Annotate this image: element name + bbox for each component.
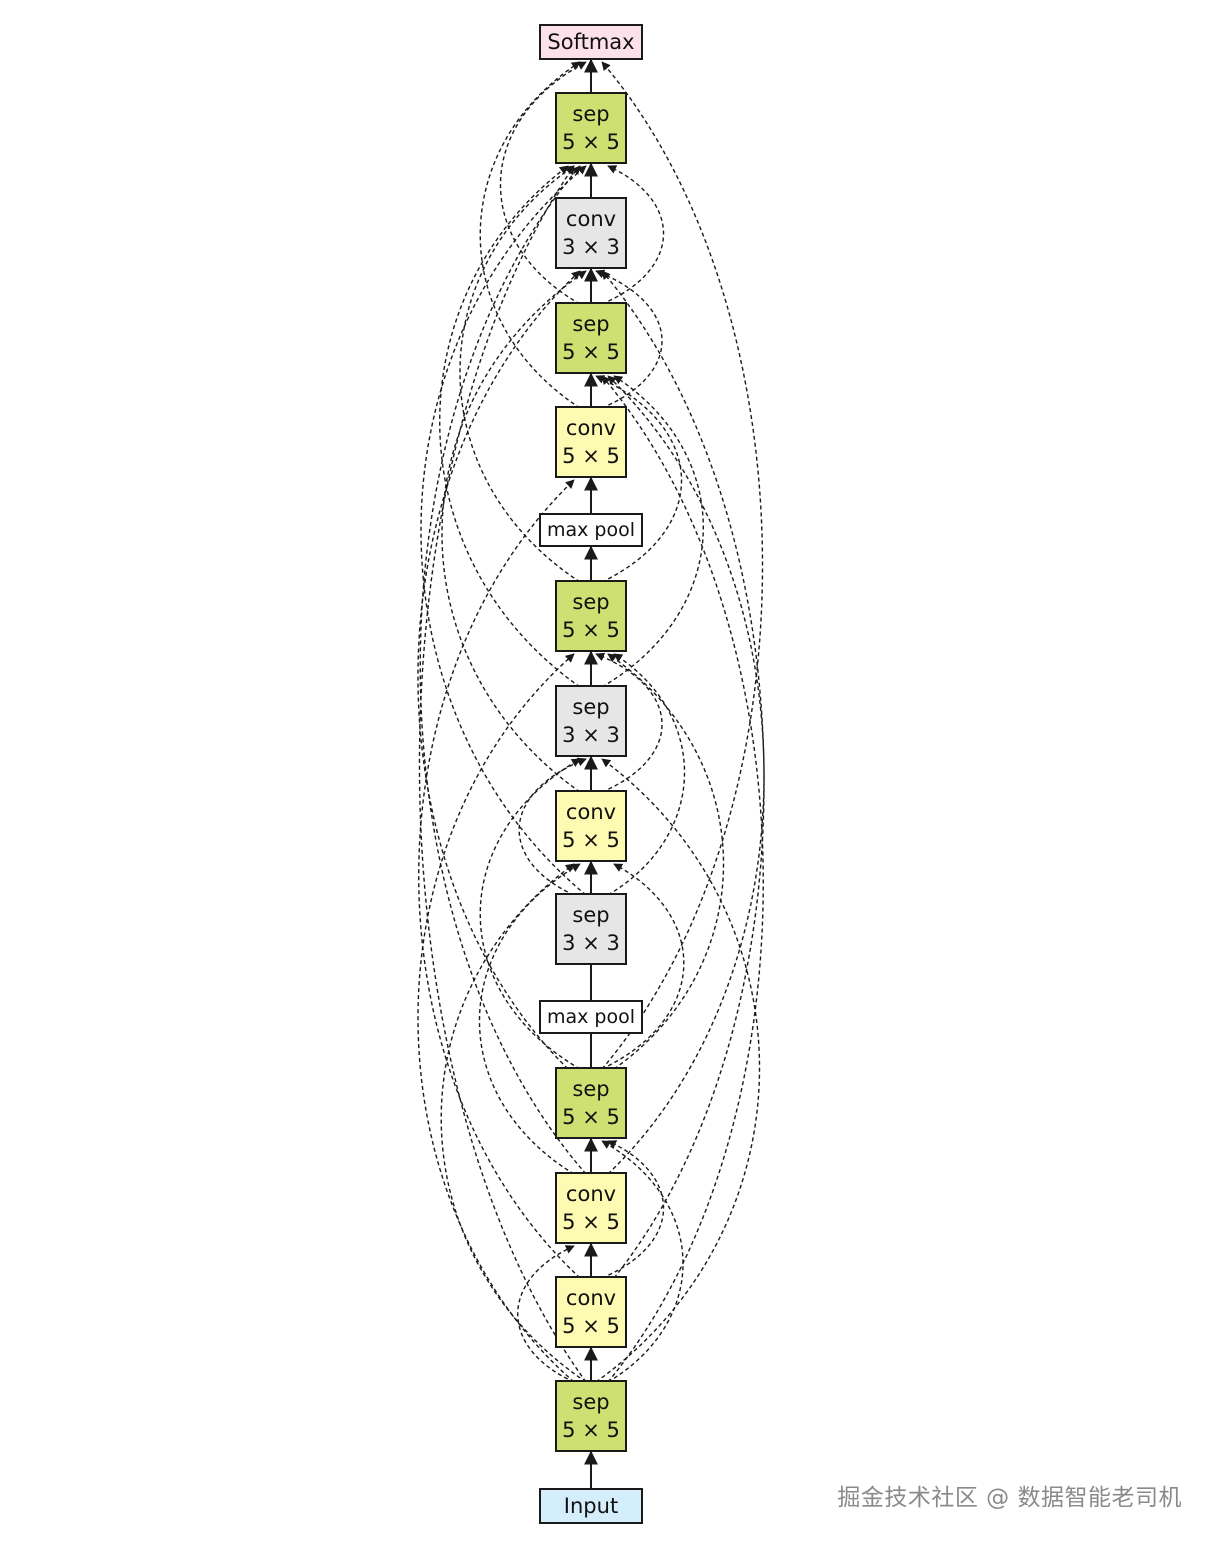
node-box <box>555 893 627 965</box>
skip-edge <box>419 165 587 1175</box>
node-box <box>555 685 627 757</box>
node-label: 5 × 5 <box>562 340 620 364</box>
node-box <box>539 1488 643 1524</box>
skip-edge <box>417 270 581 1070</box>
skip-edge <box>601 375 704 688</box>
node-box <box>555 580 627 652</box>
node-label: sep <box>572 695 609 719</box>
node-label: sep <box>572 102 609 126</box>
node-label: 5 × 5 <box>562 444 620 468</box>
node-label: conv <box>566 416 616 440</box>
node-pool1: max pool <box>539 513 643 547</box>
watermark: 掘金技术社区 @ 数据智能老司机 <box>837 1485 1182 1511</box>
skip-edge <box>601 61 764 1070</box>
node-n11: conv 3 × 3 <box>555 197 627 269</box>
node-n10: sep 5 × 5 <box>555 302 627 374</box>
skip-edge <box>607 375 765 1175</box>
skip-edge <box>459 165 581 583</box>
node-label: 3 × 3 <box>562 931 620 955</box>
node-box <box>555 790 627 862</box>
skip-edge <box>595 269 663 409</box>
skip-edge <box>595 652 663 793</box>
node-n5: sep 3 × 3 <box>555 893 627 965</box>
node-box <box>539 24 643 60</box>
skip-edge <box>418 165 587 1383</box>
node-n12: sep 5 × 5 <box>555 92 627 164</box>
node-label: Input <box>564 1494 618 1518</box>
node-box <box>555 302 627 374</box>
skip-edge <box>607 653 686 896</box>
node-input: Input <box>539 1488 643 1524</box>
node-label: 5 × 5 <box>562 1314 620 1338</box>
node-label: sep <box>572 1077 609 1101</box>
node-label: max pool <box>547 519 635 541</box>
node-n3: conv 5 × 5 <box>555 1172 627 1244</box>
node-box <box>555 1380 627 1452</box>
layer-nodes: Input sep 5 × 5 conv 5 × 5 conv 5 × 5 sep 5 × 5 m… <box>539 24 643 1524</box>
node-label: Softmax <box>547 30 634 54</box>
node-label: conv <box>566 800 616 824</box>
node-n2: conv 5 × 5 <box>555 1276 627 1348</box>
node-label: 5 × 5 <box>562 1418 620 1442</box>
node-n4: sep 5 × 5 <box>555 1067 627 1139</box>
node-label: sep <box>572 1390 609 1414</box>
node-box <box>539 1000 643 1034</box>
node-box <box>555 197 627 269</box>
skip-edge <box>601 1140 684 1383</box>
skip-edge <box>595 375 683 583</box>
skip-edge <box>479 758 581 1070</box>
skip-edge <box>518 757 587 896</box>
skip-edge <box>517 1245 575 1383</box>
node-n7: sep 3 × 3 <box>555 685 627 757</box>
skip-edge <box>601 270 765 1279</box>
skip-edge <box>418 479 581 1279</box>
node-label: 5 × 5 <box>562 828 620 852</box>
node-label: max pool <box>547 1006 635 1028</box>
skip-edge <box>478 863 581 1175</box>
node-label: sep <box>572 590 609 614</box>
skip-edge <box>601 1140 665 1279</box>
node-box <box>555 1172 627 1244</box>
skip-edge <box>601 165 665 305</box>
node-box <box>539 513 643 547</box>
node-label: 5 × 5 <box>562 130 620 154</box>
skip-edge <box>595 758 761 1383</box>
skip-edge <box>601 863 685 1070</box>
node-label: sep <box>572 312 609 336</box>
node-n6: conv 5 × 5 <box>555 790 627 862</box>
node-softmax: Softmax <box>539 24 643 60</box>
node-label: sep <box>572 903 609 927</box>
node-label: conv <box>566 207 616 231</box>
node-n9: conv 5 × 5 <box>555 406 627 478</box>
node-box <box>555 92 627 164</box>
node-box <box>555 1276 627 1348</box>
node-box <box>555 1067 627 1139</box>
skip-edge <box>441 270 587 793</box>
node-n8: sep 5 × 5 <box>555 580 627 652</box>
skip-edge <box>417 653 575 1383</box>
node-label: conv <box>566 1182 616 1206</box>
node-n1: sep 5 × 5 <box>555 1380 627 1452</box>
node-label: 5 × 5 <box>562 1210 620 1234</box>
node-label: 5 × 5 <box>562 1105 620 1129</box>
skip-edge <box>499 61 587 305</box>
node-box <box>555 406 627 478</box>
skip-edge <box>420 165 587 896</box>
skip-edge <box>607 653 725 1070</box>
node-label: 3 × 3 <box>562 235 620 259</box>
node-label: conv <box>566 1286 616 1310</box>
skip-connections <box>417 61 765 1383</box>
skip-edge <box>439 165 581 688</box>
node-pool2: max pool <box>539 1000 643 1034</box>
skip-edge <box>601 375 764 1383</box>
node-label: 3 × 3 <box>562 723 620 747</box>
node-label: 5 × 5 <box>562 618 620 642</box>
